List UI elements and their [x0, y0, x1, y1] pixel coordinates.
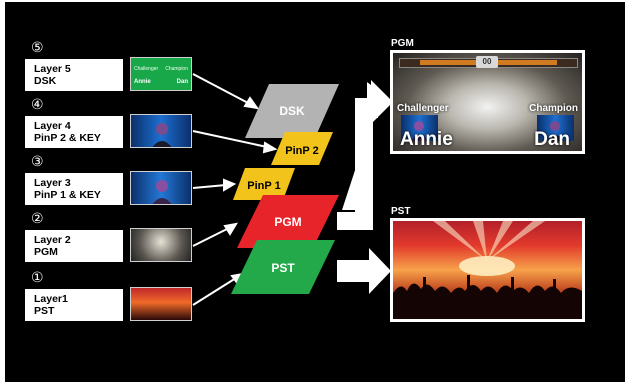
layer-1-subtitle: PST — [34, 305, 55, 317]
layer-3-number: ③ — [31, 153, 44, 169]
person-image — [152, 180, 172, 204]
pst-layer-shape — [231, 240, 335, 294]
layer-4-number: ④ — [31, 96, 44, 112]
pinp1-window — [401, 115, 438, 141]
connector-pinp1 — [192, 184, 227, 189]
pinp2-thumbnail — [130, 114, 192, 148]
pgm-output-arrow — [342, 82, 393, 210]
pgm-output-frame: 00 Challenger Champion Annie Dan — [390, 50, 585, 154]
pinp2-layer-label: PinP 2 — [285, 145, 318, 157]
pgm-output-screen: 00 Challenger Champion Annie Dan — [393, 53, 582, 151]
connector-pst — [192, 277, 237, 306]
pgm-thumbnail — [130, 228, 192, 262]
pst-output-arrowhead — [369, 248, 391, 294]
layer-4-subtitle: PinP 2 & KEY — [34, 132, 101, 144]
dsk-thumbnail: Challenger Champion Annie Dan — [130, 57, 192, 91]
layer-1-title: Layer1 — [34, 293, 68, 305]
champion-label: Champion — [529, 103, 578, 114]
layer-4-title: Layer 4 — [34, 120, 71, 132]
pinp1-layer-shape — [233, 168, 295, 200]
layer-3-subtitle: PinP 1 & KEY — [34, 189, 101, 201]
pgm-layer-shape — [237, 195, 339, 248]
person-image — [411, 121, 428, 141]
score-badge: 00 — [476, 56, 498, 68]
pinp1-thumbnail — [130, 171, 192, 205]
pst-output-frame — [390, 218, 585, 322]
pst-output-screen — [393, 221, 582, 319]
layer-2-title: Layer 2 — [34, 234, 71, 246]
layer-3-title: Layer 3 — [34, 177, 71, 189]
arrowhead-pgm — [223, 222, 238, 236]
connector-dsk — [192, 73, 251, 105]
layer-5-number: ⑤ — [31, 39, 44, 55]
pinp2-window — [537, 115, 574, 141]
arrowhead-pinp1 — [223, 178, 237, 192]
dsk-thumb-champion: Champion — [165, 66, 188, 72]
layer-2-number: ② — [31, 210, 44, 226]
pst-layer-label: PST — [271, 261, 295, 275]
pgm-output-title: PGM — [391, 38, 414, 49]
layer-stack-diagram: DSK PinP 2 PinP 1 PGM PST — [192, 73, 393, 306]
layer-3-label: Layer 3 PinP 1 & KEY — [25, 173, 123, 205]
layer-5-label: Layer 5 DSK — [25, 59, 123, 91]
pgm-output-arrow-foot — [341, 212, 373, 230]
arrowhead-pinp2 — [262, 141, 278, 154]
layer-2-subtitle: PGM — [34, 246, 58, 258]
person-image — [547, 121, 564, 141]
connector-pgm — [192, 227, 230, 247]
dsk-thumb-dan: Dan — [176, 79, 188, 85]
player-left-name: Annie — [400, 129, 453, 150]
layer-2-label: Layer 2 PGM — [25, 230, 123, 262]
player-right-name: Dan — [534, 129, 570, 150]
layer-1-label: Layer1 PST — [25, 289, 123, 321]
pgm-output-arrow-stem — [355, 98, 373, 230]
dsk-layer-label: DSK — [279, 104, 305, 118]
pst-output-title: PST — [391, 206, 411, 217]
person-image — [152, 123, 172, 147]
challenger-label: Challenger — [397, 103, 449, 114]
arrowhead-dsk — [243, 96, 260, 110]
diagram-panel: ⑤ Layer 5 DSK Challenger Champion Annie … — [5, 2, 625, 382]
layer-5-subtitle: DSK — [34, 75, 57, 87]
concert-image — [393, 221, 582, 319]
layer-1-number: ① — [31, 269, 44, 285]
pst-output-arrow-body — [337, 260, 371, 282]
pgm-output-arrowhead — [371, 80, 393, 124]
pinp2-layer-shape — [271, 132, 333, 165]
dsk-thumb-challenger: Challenger — [134, 66, 159, 72]
dsk-thumb-annie: Annie — [134, 79, 151, 85]
pst-thumbnail — [130, 287, 192, 321]
pinp1-layer-label: PinP 1 — [247, 180, 280, 192]
pgm-layer-label: PGM — [274, 215, 301, 229]
connector-pinp2 — [192, 130, 268, 148]
layer-4-label: Layer 4 PinP 2 & KEY — [25, 116, 123, 148]
dsk-layer-shape — [245, 84, 339, 138]
layer-5-title: Layer 5 — [34, 63, 71, 75]
